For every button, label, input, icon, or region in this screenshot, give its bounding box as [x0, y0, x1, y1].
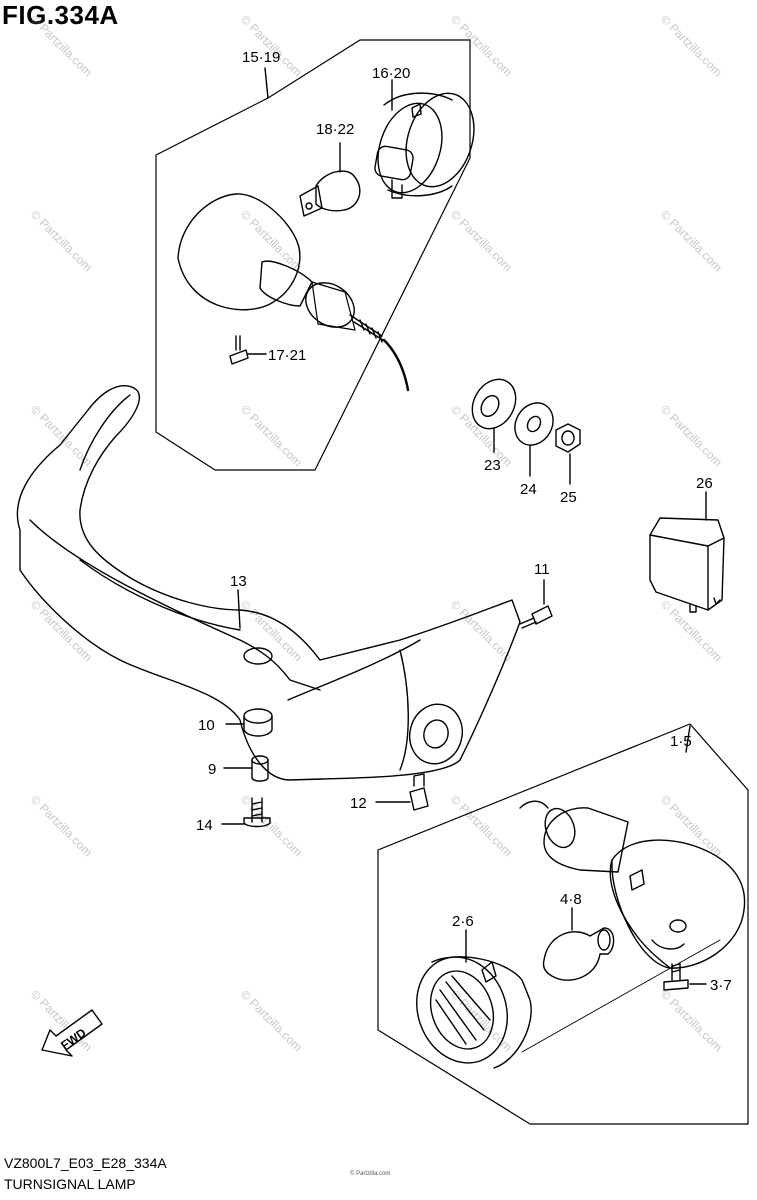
washer-24	[514, 402, 554, 477]
callout-1-5: 1·5	[670, 733, 692, 750]
callout-26: 26	[696, 475, 713, 492]
watermark-text: © Partzilla.com	[28, 792, 95, 859]
watermark-text: © Partzilla.com	[238, 12, 305, 79]
screw-14	[221, 797, 271, 828]
callout-15-19: 15·19	[242, 49, 280, 66]
upper-assembly-outline	[155, 39, 471, 471]
leader-13	[237, 589, 241, 629]
watermark-text: © Partzilla.com	[658, 12, 725, 79]
grommet-10	[225, 708, 273, 737]
watermark-text: © Partzilla.com	[28, 402, 95, 469]
upper-lens-16-20	[374, 92, 475, 199]
callout-25: 25	[560, 489, 577, 506]
callout-10: 10	[198, 717, 215, 734]
leader-1-5	[685, 725, 691, 753]
watermark-text: © Partzilla.com	[28, 12, 95, 79]
figure-title: FIG.334A	[2, 0, 119, 30]
watermark-text: © Partzilla.com	[658, 402, 725, 469]
watermark-text: © Partzilla.com	[658, 207, 725, 274]
screw-11	[519, 579, 553, 629]
watermark-text: © Partzilla.com	[28, 207, 95, 274]
nut-25	[555, 423, 581, 485]
callout-labels: 15·19 16·20 18·22 17·21 23 24 25 26 11 1…	[196, 49, 732, 994]
lower-housing	[519, 800, 746, 969]
watermark-text: © Partzilla.com	[448, 597, 515, 664]
callout-14: 14	[196, 817, 213, 834]
callout-9: 9	[208, 761, 216, 778]
screw-17-21	[229, 335, 267, 365]
footer-figure-code: VZ800L7_E03_E28_334A	[4, 1155, 167, 1171]
callout-18-22: 18·22	[316, 121, 354, 138]
assembly-reference-line	[521, 939, 721, 1053]
callout-11: 11	[534, 561, 550, 578]
collar-9	[223, 755, 269, 782]
watermark-text: © Partzilla.com	[238, 987, 305, 1054]
callout-16-20: 16·20	[372, 65, 410, 82]
watermark-text: © Partzilla.com	[238, 402, 305, 469]
callout-2-6: 2·6	[452, 913, 474, 930]
watermark-text: © Partzilla.com	[658, 597, 725, 664]
watermark-text: © Partzilla.com	[238, 207, 305, 274]
copyright-fineprint: © Partzilla.com	[350, 1170, 390, 1177]
watermark-text: © Partzilla.com	[658, 792, 725, 859]
lower-bulb-4-8	[542, 927, 615, 981]
watermark-layer: © Partzilla.com © Partzilla.com © Partzill…	[28, 12, 725, 1054]
watermark-text: © Partzilla.com	[658, 987, 725, 1054]
callout-24: 24	[520, 481, 537, 498]
upper-bulb-18-22	[299, 170, 361, 217]
callout-4-8: 4·8	[560, 891, 582, 908]
watermark-text: © Partzilla.com	[28, 597, 95, 664]
callout-3-7: 3·7	[710, 977, 732, 994]
bracket-13	[16, 385, 521, 781]
callout-23: 23	[484, 457, 501, 474]
bolt-12	[375, 773, 429, 811]
callout-13: 13	[230, 573, 247, 590]
callout-17-21: 17·21	[268, 347, 306, 364]
upper-housing	[177, 193, 410, 392]
callout-12: 12	[350, 795, 367, 812]
grommet-23	[471, 378, 517, 453]
leader-15-19	[264, 67, 269, 99]
watermark-text: © Partzilla.com	[448, 792, 515, 859]
relay-26	[649, 517, 725, 613]
footer-figure-name: TURNSIGNAL LAMP	[4, 1176, 136, 1192]
lower-lens-2-6	[416, 956, 532, 1069]
watermark-text: © Partzilla.com	[448, 207, 515, 274]
watermark-text: © Partzilla.com	[448, 12, 515, 79]
lower-assembly-outline	[377, 723, 749, 1125]
